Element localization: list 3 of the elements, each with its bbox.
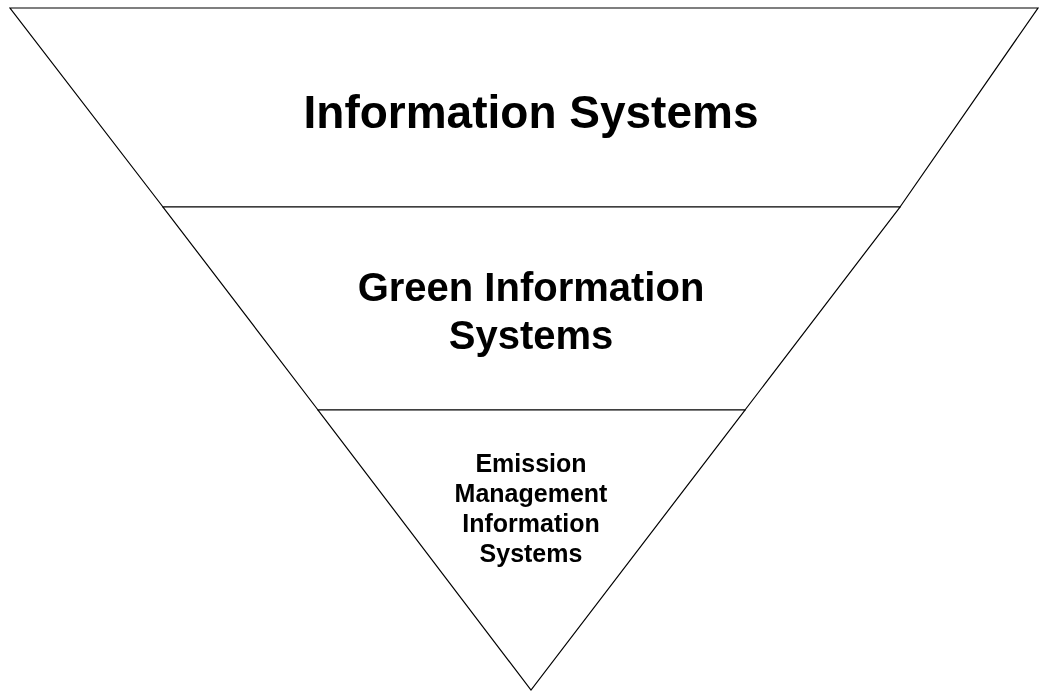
band-label: Green Information Systems: [356, 264, 706, 359]
band-label: Emission Management Information Systems: [453, 448, 609, 568]
band-label: Information Systems: [302, 85, 760, 141]
